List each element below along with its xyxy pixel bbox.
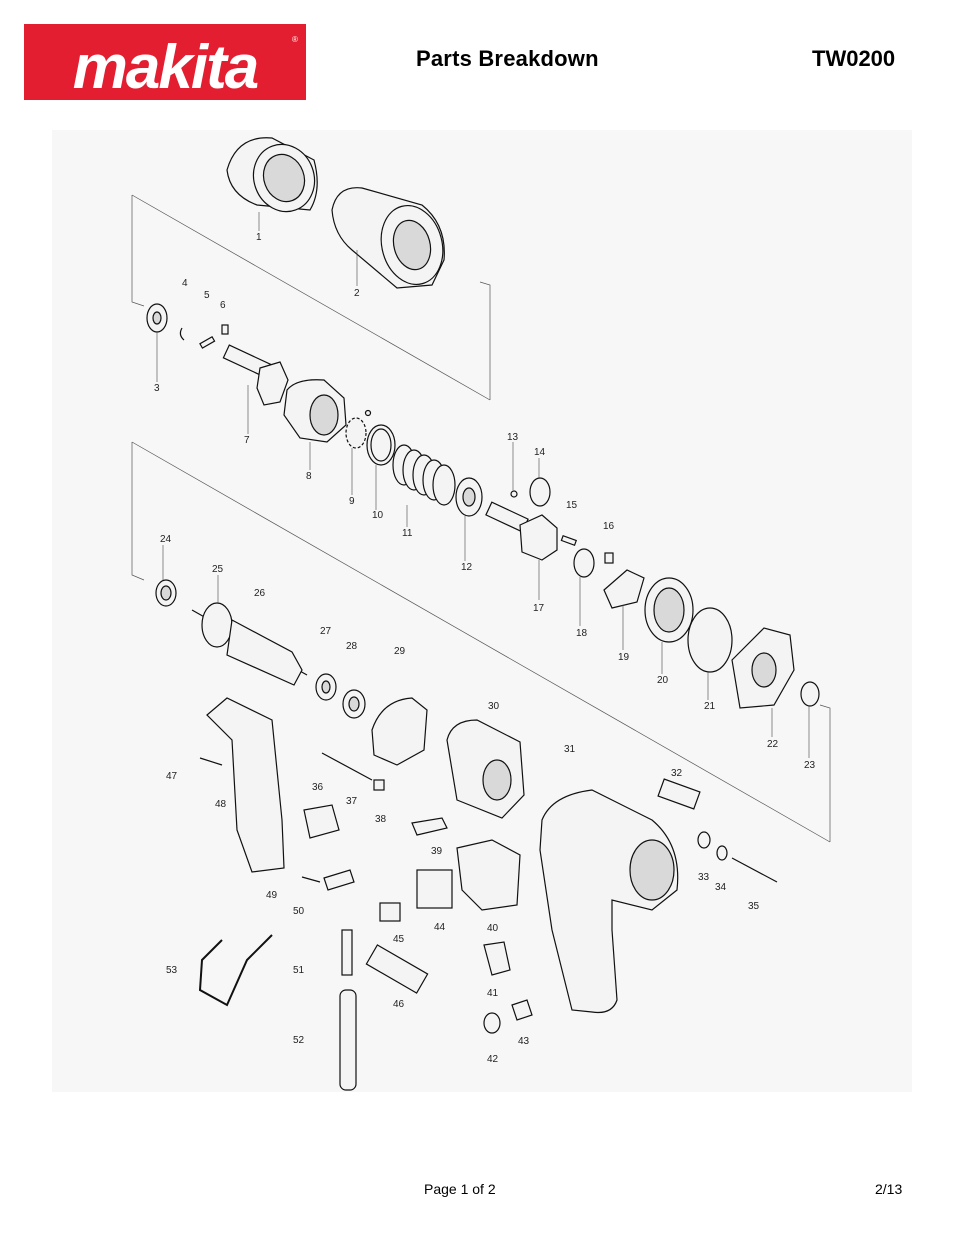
part-number-label: 24 [160, 534, 172, 545]
part-armature [191, 602, 308, 686]
part-number-label: 1 [256, 232, 262, 243]
makita-logo: makita ® [24, 24, 306, 100]
part-number-label: 16 [603, 521, 615, 532]
part-number-label: 11 [402, 528, 413, 539]
part-number-label: 42 [487, 1054, 499, 1065]
revision-date: 2/13 [875, 1181, 903, 1197]
part-cap [226, 137, 318, 213]
part-number-label: 8 [306, 471, 312, 482]
part-number-label: 39 [431, 846, 443, 857]
part-number-label: 32 [671, 768, 683, 779]
part-number-label: 20 [657, 675, 669, 686]
part-number-label: 13 [507, 432, 519, 443]
part-number-label: 6 [220, 300, 226, 311]
part-number-label: 41 [487, 988, 499, 999]
part-number-label: 22 [767, 739, 779, 750]
part-number-label: 12 [461, 562, 473, 573]
part-number-label: 46 [393, 999, 405, 1010]
part-spring [392, 444, 456, 506]
part-number-label: 26 [254, 588, 266, 599]
part-number-label: 9 [349, 496, 355, 507]
part-gear-housing [331, 187, 445, 289]
part-number-label: 7 [244, 435, 250, 446]
part-number-label: 29 [394, 646, 406, 657]
part-number-label: 35 [748, 901, 760, 912]
part-number-label: 27 [320, 626, 332, 637]
part-number-label: 25 [212, 564, 224, 575]
part-side-handle [206, 697, 285, 873]
part-number-label: 33 [698, 872, 710, 883]
part-number-label: 14 [534, 447, 546, 458]
part-number-label: 49 [266, 890, 278, 901]
part-number-label: 23 [804, 760, 816, 771]
part-number-label: 48 [215, 799, 227, 810]
part-bearing-box [731, 627, 795, 709]
part-number-label: 3 [154, 383, 160, 394]
part-number-label: 2 [354, 288, 360, 299]
part-wire-guard [198, 934, 273, 1007]
part-number-label: 21 [704, 701, 716, 712]
page-title: Parts Breakdown [416, 46, 599, 71]
part-number-label: 34 [715, 882, 727, 893]
part-number-label: 37 [346, 796, 358, 807]
part-number-label: 44 [434, 922, 446, 933]
part-number-label: 5 [204, 290, 210, 301]
svg-text:®: ® [292, 35, 298, 44]
part-number-label: 36 [312, 782, 324, 793]
logo-text: makita [73, 33, 258, 100]
part-number-label: 18 [576, 628, 588, 639]
part-number-label: 51 [293, 965, 305, 976]
exploded-parts-diagram: 1 2 3 4 5 6 7 8 9 10 11 12 13 14 15 16 1… [52, 130, 912, 1092]
part-number-label: 15 [566, 500, 578, 511]
part-number-label: 53 [166, 965, 178, 976]
part-number-label: 40 [487, 923, 499, 934]
page-indicator: Page 1 of 2 [424, 1181, 496, 1197]
part-number-label: 17 [533, 603, 545, 614]
part-number-label: 4 [182, 278, 188, 289]
part-number-label: 10 [372, 510, 384, 521]
part-motor-housing [539, 789, 679, 1014]
part-number-label: 31 [564, 744, 576, 755]
part-number-label: 30 [488, 701, 500, 712]
part-field [446, 719, 525, 819]
part-number-label: 50 [293, 906, 305, 917]
leader-lines [156, 212, 810, 758]
part-hammer [283, 379, 347, 443]
part-spindle [222, 344, 289, 406]
part-number-label: 45 [393, 934, 405, 945]
part-anvil [485, 501, 558, 561]
model-number: TW0200 [812, 46, 896, 71]
part-number-label: 28 [346, 641, 358, 652]
part-number-label: 43 [518, 1036, 530, 1047]
part-number-label: 19 [618, 652, 630, 663]
part-number-label: 52 [293, 1035, 305, 1046]
part-labels: 1 2 3 4 5 6 7 8 9 10 11 12 13 14 15 16 1… [154, 232, 816, 1065]
part-number-label: 47 [166, 771, 178, 782]
part-number-label: 38 [375, 814, 387, 825]
